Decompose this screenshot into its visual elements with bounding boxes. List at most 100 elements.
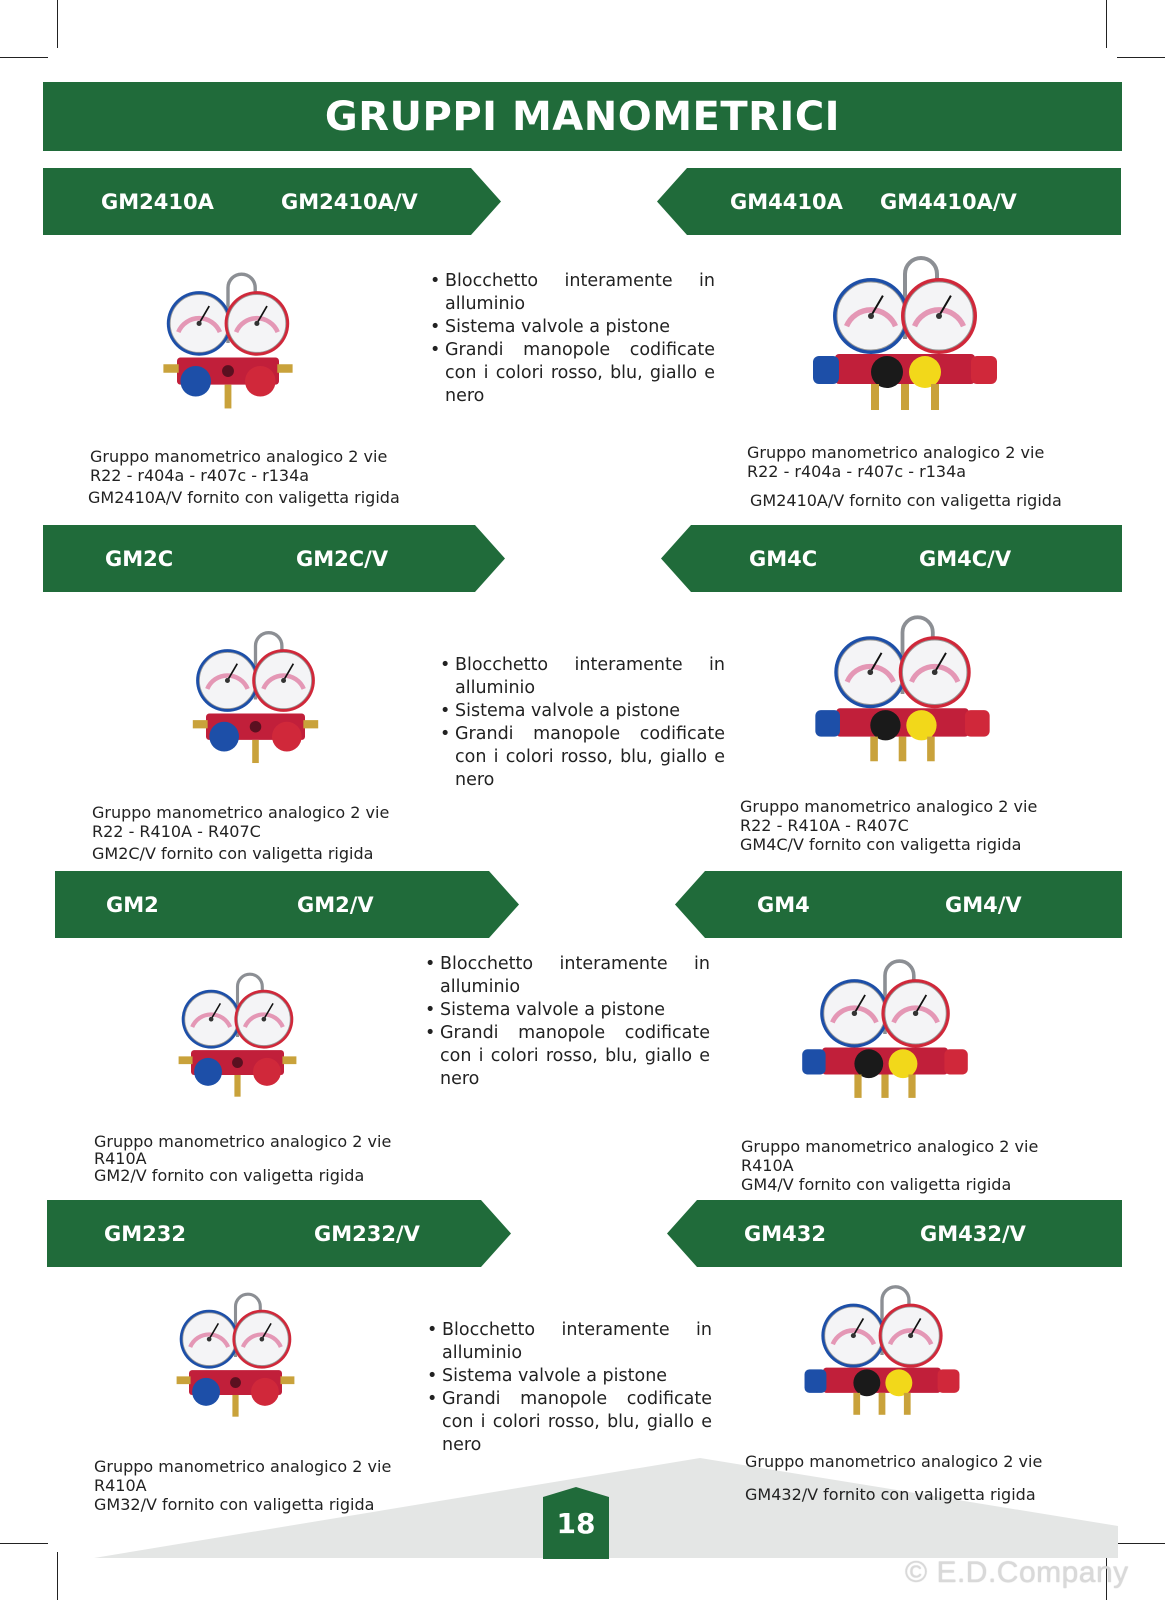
product-description: Gruppo manometrico analogico 2 vie R22 -… <box>740 797 1037 854</box>
brass-port <box>931 384 939 410</box>
gauge-pivot <box>850 1333 856 1339</box>
product-description: Gruppo manometrico analogico 2 vie R410A… <box>94 1457 391 1514</box>
gauge-needle <box>914 994 928 1014</box>
page-title: GRUPPI MANOMETRICI <box>324 93 841 140</box>
description-line: Gruppo manometrico analogico 2 vie <box>740 797 1038 816</box>
feature-item: Grandi manopole codificate con i colori … <box>430 339 715 408</box>
product-banner-gm4c: GM4C GM4C/V <box>661 525 1122 592</box>
brass-port <box>854 1074 862 1098</box>
description-line: Gruppo manometrico analogico 2 vie <box>90 447 388 466</box>
gauge-scale <box>887 1328 934 1346</box>
product-code-case: GM432/V <box>920 1221 1026 1246</box>
description-line: R22 - r404a - r407c - r134a <box>90 466 310 485</box>
knob-blue <box>813 356 839 384</box>
knob-black <box>854 1049 884 1079</box>
feature-item: Blocchetto interamente in alluminio <box>427 1319 712 1365</box>
description-line: R410A <box>94 1476 147 1495</box>
description-line: R22 - r404a - r407c - r134a <box>747 462 967 481</box>
gauge-scale <box>205 673 250 690</box>
sight-glass <box>232 1057 243 1068</box>
watermark: © E.D.Company <box>905 1556 1129 1589</box>
product-banner-gm2410a: GM2410A GM2410A/V <box>43 168 501 235</box>
brass-port <box>280 1376 295 1385</box>
manifold-gauge-image <box>143 248 313 438</box>
product-description: Gruppo manometrico analogico 2 vie R410A… <box>741 1137 1038 1194</box>
knob-blue <box>804 1369 827 1393</box>
hanger-hook <box>880 1285 911 1355</box>
product-description: Gruppo manometrico analogico 2 vie R410A… <box>94 1132 391 1185</box>
gauge-scale <box>830 1328 877 1346</box>
gauge-pivot <box>261 1016 267 1022</box>
product-description: Gruppo manometrico analogico 2 vie GM432… <box>745 1452 1042 1504</box>
gauge-scale <box>176 315 223 334</box>
feature-item: Sistema valvole a pistone <box>427 1365 712 1388</box>
product-description: Gruppo manometrico analogico 2 vie R22 -… <box>88 447 400 507</box>
gauge-needle <box>909 1318 922 1337</box>
gauge-needle <box>210 1002 222 1020</box>
knob-blue <box>194 1057 222 1086</box>
gauge-needle <box>282 663 295 681</box>
description-line: GM2410A/V fornito con valigetta rigida <box>750 491 1062 510</box>
gauge-pivot <box>196 320 202 326</box>
knob-yellow <box>906 710 937 741</box>
description-line: R410A <box>741 1156 794 1175</box>
brass-port <box>870 736 878 762</box>
brass-port <box>853 1392 861 1415</box>
product-code: GM432 <box>744 1221 826 1246</box>
gauge-scale <box>830 1005 879 1024</box>
gauge-pivot <box>867 669 874 676</box>
gauge-scale <box>188 1332 231 1349</box>
brass-port <box>878 1392 886 1415</box>
description-line: Gruppo manometrico analogico 2 vie <box>94 1457 392 1476</box>
brass-port <box>224 384 232 409</box>
feature-item: Sistema valvole a pistone <box>425 999 710 1022</box>
gauge-pivot <box>224 678 230 683</box>
gauge-scale <box>242 1012 285 1029</box>
knob-red <box>944 1049 968 1075</box>
sight-glass <box>230 1377 241 1388</box>
knob-blue <box>209 721 239 752</box>
gauge-pivot <box>851 1010 858 1016</box>
gauge-pivot <box>206 1336 212 1342</box>
brass-port <box>908 1074 916 1098</box>
product-banner-gm432: GM432 GM432/V <box>667 1200 1122 1267</box>
gauge-scale <box>240 1332 283 1349</box>
hanger-hook <box>233 1292 262 1357</box>
product-banner-gm2c: GM2C GM2C/V <box>43 525 505 592</box>
gauge-pivot <box>254 320 260 326</box>
knob-red <box>253 1057 281 1086</box>
product-code: GM2 <box>106 892 159 917</box>
gauge-scale <box>844 307 898 328</box>
product-code-case: GM2C/V <box>296 546 389 571</box>
manifold-gauge-image <box>787 1275 977 1435</box>
gauge-scale <box>891 1005 940 1024</box>
product-code-case: GM4/V <box>945 892 1022 917</box>
crop-mark <box>57 1552 58 1600</box>
crop-mark <box>1106 0 1107 48</box>
knob-red <box>251 1377 279 1406</box>
knob-blue <box>815 710 840 737</box>
gauge-scale <box>190 1012 233 1029</box>
knob-blue <box>802 1049 826 1075</box>
brass-port <box>927 736 935 762</box>
product-banner-gm4410a: GM4410A GM4410A/V <box>657 168 1121 235</box>
gauge-needle <box>869 652 883 673</box>
description-line: GM4C/V fornito con valigetta rigida <box>740 835 1022 854</box>
description-line: GM2/V fornito con valigetta rigida <box>94 1166 365 1185</box>
description-line: GM2410A/V fornito con valigetta rigida <box>88 488 400 507</box>
feature-list: Blocchetto interamente in alluminio Sist… <box>430 270 715 408</box>
hanger-hook <box>903 256 939 339</box>
hanger-hook <box>900 615 935 694</box>
crop-mark <box>1106 1552 1107 1600</box>
description-line: Gruppo manometrico analogico 2 vie <box>741 1137 1039 1156</box>
gauge-pivot <box>259 1336 265 1342</box>
description-line: GM4/V fornito con valigetta rigida <box>741 1175 1012 1194</box>
knob-black <box>853 1369 881 1397</box>
crop-mark <box>1117 1543 1165 1544</box>
gauge-scale <box>909 663 961 683</box>
gauge-needle <box>852 1318 865 1337</box>
description-line: Gruppo manometrico analogico 2 vie <box>94 1132 392 1151</box>
gauge-pivot <box>936 313 942 319</box>
hanger-hook <box>226 272 257 343</box>
feature-list: Blocchetto interamente in alluminio Sist… <box>427 1319 712 1457</box>
